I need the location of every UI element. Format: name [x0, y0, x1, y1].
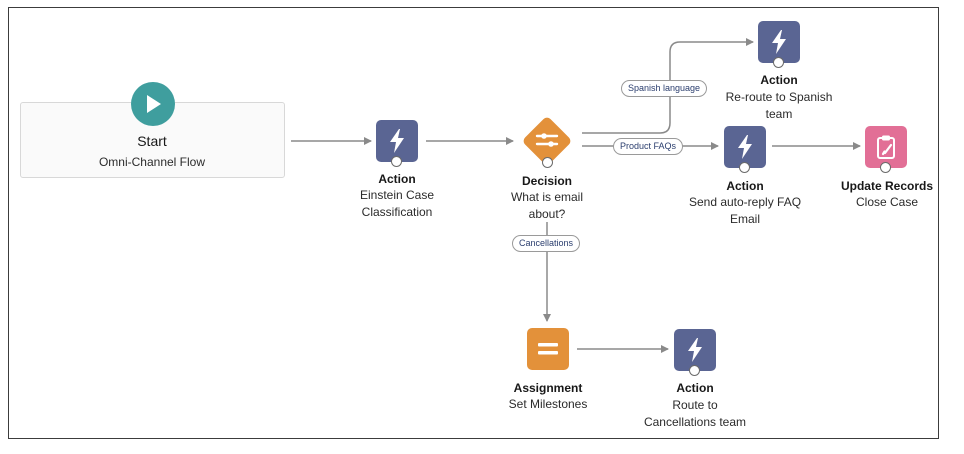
- branch-label-faq[interactable]: Product FAQs: [613, 138, 684, 155]
- cancellations-action-line-2: Cancellations team: [643, 415, 747, 429]
- start-subtitle: Omni-Channel Flow: [98, 155, 206, 169]
- decision-diamond[interactable]: [517, 111, 577, 171]
- play-icon: [147, 95, 161, 113]
- lightning-icon: [738, 135, 752, 159]
- branch-label-spanish[interactable]: Spanish language: [621, 80, 708, 97]
- assignment-icon-box[interactable]: [527, 328, 569, 370]
- decision-line-2: about?: [528, 207, 566, 221]
- update-records-title: Update Records: [840, 179, 934, 193]
- connector-dot[interactable]: [773, 57, 784, 68]
- lightning-icon: [772, 30, 786, 54]
- clipboard-icon: [877, 135, 895, 159]
- update-records-icon-box[interactable]: [865, 126, 907, 168]
- start-circle[interactable]: [131, 82, 175, 126]
- update-records-line-1: Close Case: [855, 195, 919, 209]
- einstein-action-line-1: Einstein Case: [359, 188, 435, 202]
- faq-action-title: Action: [726, 179, 764, 193]
- lightning-icon: [688, 338, 702, 362]
- action-icon-box[interactable]: [674, 329, 716, 371]
- connector-dot[interactable]: [391, 156, 402, 167]
- connector-dot[interactable]: [880, 162, 891, 173]
- spanish-action-line-1: Re-route to Spanish: [725, 90, 833, 104]
- einstein-action-title: Action: [378, 172, 416, 186]
- flow-canvas: [8, 7, 939, 439]
- connector-dot[interactable]: [739, 162, 750, 173]
- connector-dot[interactable]: [542, 157, 553, 168]
- spanish-action-line-2: team: [765, 107, 793, 121]
- spanish-action-title: Action: [760, 73, 798, 87]
- cancellations-action-title: Action: [676, 381, 714, 395]
- lightning-icon: [390, 129, 404, 153]
- decision-line-1: What is email: [510, 190, 584, 204]
- connector-dot[interactable]: [689, 365, 700, 376]
- assignment-title: Assignment: [513, 381, 583, 395]
- assignment-line-1: Set Milestones: [508, 397, 588, 411]
- faq-action-line-2: Email: [729, 212, 761, 226]
- action-icon-box[interactable]: [758, 21, 800, 63]
- decision-title: Decision: [521, 174, 573, 188]
- equals-icon: [538, 343, 558, 355]
- einstein-action-line-2: Classification: [361, 205, 433, 219]
- start-title: Start: [137, 133, 167, 149]
- cancellations-action-line-1: Route to: [672, 398, 718, 412]
- branch-label-cancellations[interactable]: Cancellations: [512, 235, 581, 252]
- action-icon-box[interactable]: [376, 120, 418, 162]
- action-icon-box[interactable]: [724, 126, 766, 168]
- faq-action-line-1: Send auto-reply FAQ: [688, 195, 802, 209]
